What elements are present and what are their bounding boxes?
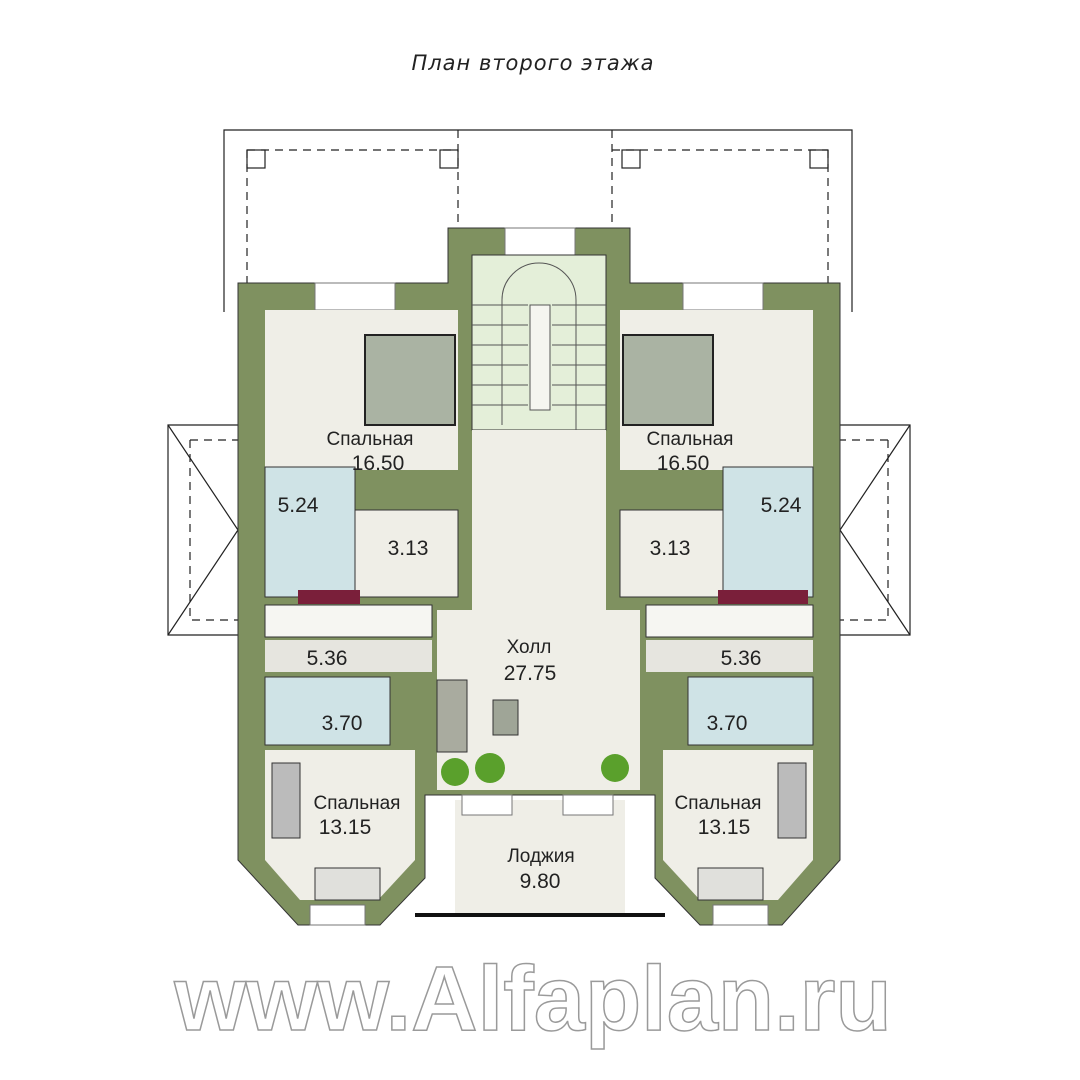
watermark: www.Alfaplan.ru [173,948,891,1050]
room-area: 3.13 [650,537,691,560]
room-area: 16.50 [352,452,405,475]
hall-floor [437,430,640,790]
stair-steps [472,262,606,430]
room-area: 27.75 [504,662,557,685]
room-labels: Спальная 16.50 Спальная 16.50 5.24 5.24 … [278,429,802,893]
room-name: Спальная [327,429,414,450]
room-name: Спальная [314,793,401,814]
room-area: 16.50 [657,452,710,475]
right-wing [619,310,814,901]
room-area: 5.36 [307,647,348,670]
room-area: 3.70 [322,712,363,735]
coffee-table [492,699,519,736]
room-area: 5.36 [721,647,762,670]
left-wing [264,310,459,901]
room-area: 13.15 [698,816,751,839]
room-name: Спальная [675,793,762,814]
room-area: 13.15 [319,816,372,839]
loggia-floor [455,800,625,915]
roof-outlines [167,129,911,636]
room-area: 3.70 [707,712,748,735]
room-name: Холл [507,637,552,658]
plan-title: План второго этажа [411,51,654,75]
sofa [436,679,468,753]
room-area: 9.80 [520,870,561,893]
windows [309,227,769,926]
room-name: Лоджия [507,846,574,867]
room-area: 5.24 [761,494,802,517]
room-name: Спальная [647,429,734,450]
room-area: 3.13 [388,537,429,560]
room-area: 5.24 [278,494,319,517]
plant-icons [441,753,629,786]
